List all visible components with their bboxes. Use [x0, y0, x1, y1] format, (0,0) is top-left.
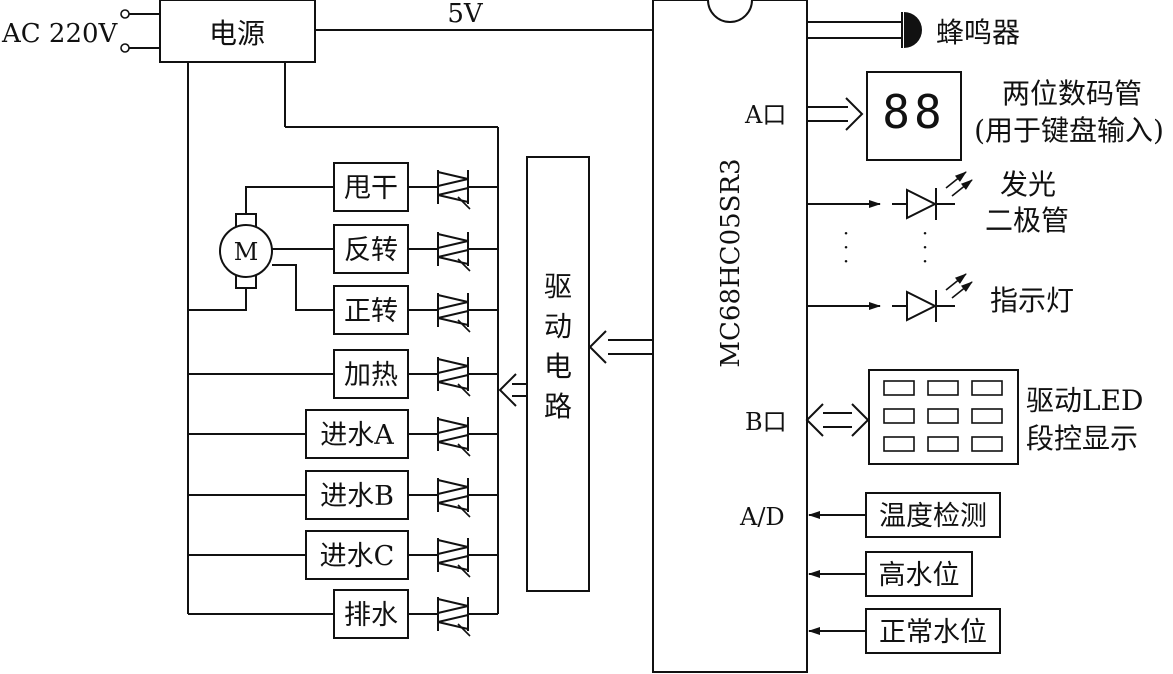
led-drive-label-line2: 段控显示	[1026, 422, 1138, 455]
ac-terminal-bottom-icon	[120, 43, 130, 53]
driver-char-2: 动	[544, 310, 572, 343]
ac-terminal-top-icon	[120, 9, 130, 19]
sensor-row: 正常水位	[808, 608, 1001, 654]
buzzer-icon	[904, 12, 922, 48]
svg-text:·: ·	[843, 249, 849, 273]
load-box	[305, 409, 409, 459]
load-label: 反转	[344, 235, 398, 266]
led-segment-blocks	[883, 380, 1003, 452]
load-box	[333, 224, 409, 274]
sensor-box	[865, 492, 1001, 538]
triac-icon	[437, 170, 471, 210]
driver-char-3: 电	[544, 350, 572, 383]
led-drive-label-line1: 驱动LED	[1026, 384, 1143, 417]
mcu-adc-label: A/D	[739, 503, 785, 531]
load-row: 甩干	[333, 162, 498, 212]
driver-circuit-box	[526, 156, 590, 592]
load-row: 反转	[333, 224, 498, 274]
led-segment-panel	[868, 369, 1019, 465]
ellipsis-mcu-side: · · ·	[843, 221, 849, 273]
driver-char-4: 路	[544, 390, 572, 423]
svg-text:·: ·	[843, 235, 849, 259]
svg-text:·: ·	[843, 221, 849, 245]
triac-icon	[437, 417, 471, 457]
display-label-line2: (用于键盘输入)	[974, 114, 1164, 147]
ac-input: AC 220V	[1, 9, 160, 53]
sensor-row: 温度检测	[808, 492, 1001, 538]
port-b-bidirectional-arrow-icon	[805, 403, 870, 437]
buzzer: 蜂鸣器	[807, 12, 1020, 49]
port-a-arrow-icon	[807, 97, 864, 131]
led-bottom-icon	[892, 273, 973, 322]
triac-icon	[437, 597, 471, 637]
sensor-label: 温度检测	[879, 501, 987, 532]
display-label-line1: 两位数码管	[1002, 77, 1142, 110]
load-row: 正转	[333, 285, 498, 335]
load-row: 进水A	[188, 409, 498, 459]
sensor-box	[865, 551, 973, 597]
load-row: 排水	[188, 589, 498, 639]
power-supply-label: 电源	[209, 17, 265, 50]
buzzer-label: 蜂鸣器	[936, 16, 1020, 49]
load-box	[333, 285, 409, 335]
triac-icon	[437, 293, 471, 333]
mcu-to-driver-arrow-icon	[588, 330, 653, 364]
driver-to-loads-arrow-icon	[498, 373, 527, 407]
load-box	[333, 589, 409, 639]
triac-icon	[437, 478, 471, 518]
ellipsis-led-side: · · ·	[922, 221, 928, 273]
seven-segment-display	[866, 71, 962, 161]
triac-icon	[437, 538, 471, 578]
load-label: 正转	[344, 296, 398, 327]
mcu-port-a-label: A口	[744, 101, 786, 129]
svg-text:·: ·	[922, 235, 928, 259]
sensor-label: 高水位	[879, 560, 960, 591]
load-row: 进水C	[188, 530, 498, 580]
indicator-label: 指示灯	[990, 284, 1074, 317]
load-row: 进水B	[188, 470, 498, 520]
load-label: 加热	[344, 360, 398, 391]
display-digits: 88	[882, 85, 945, 139]
driver-char-1: 驱	[544, 270, 572, 303]
triac-icon	[437, 232, 471, 272]
load-row: 加热	[188, 349, 498, 399]
led-label-line1: 发光	[1000, 168, 1056, 201]
load-label: 进水A	[320, 420, 394, 451]
load-label: 进水B	[320, 481, 394, 512]
motor-icon	[219, 224, 273, 278]
load-label: 进水C	[320, 541, 395, 572]
mcu-label: MC68HC05SR3	[716, 158, 746, 367]
ac-voltage-label: AC 220V	[1, 19, 119, 49]
sensor-row: 高水位	[808, 551, 973, 597]
load-label: 甩干	[344, 173, 398, 204]
load-label: 排水	[344, 600, 398, 631]
load-box	[305, 530, 409, 580]
mcu-chip	[652, 0, 808, 673]
svg-text:·: ·	[922, 249, 928, 273]
led-top-icon	[892, 171, 973, 220]
sensor-box	[865, 608, 1001, 654]
motor-label: M	[234, 238, 259, 266]
led-label-line2: 二极管	[985, 204, 1069, 237]
svg-text:·: ·	[922, 221, 928, 245]
triac-icon	[437, 357, 471, 397]
rail-5v-label: 5V	[447, 0, 484, 29]
sensor-label: 正常水位	[879, 617, 987, 648]
mcu-port-b-label: B口	[745, 408, 787, 436]
motor: M	[219, 213, 273, 289]
driver-circuit-label: 驱 动 电 路	[544, 270, 572, 423]
